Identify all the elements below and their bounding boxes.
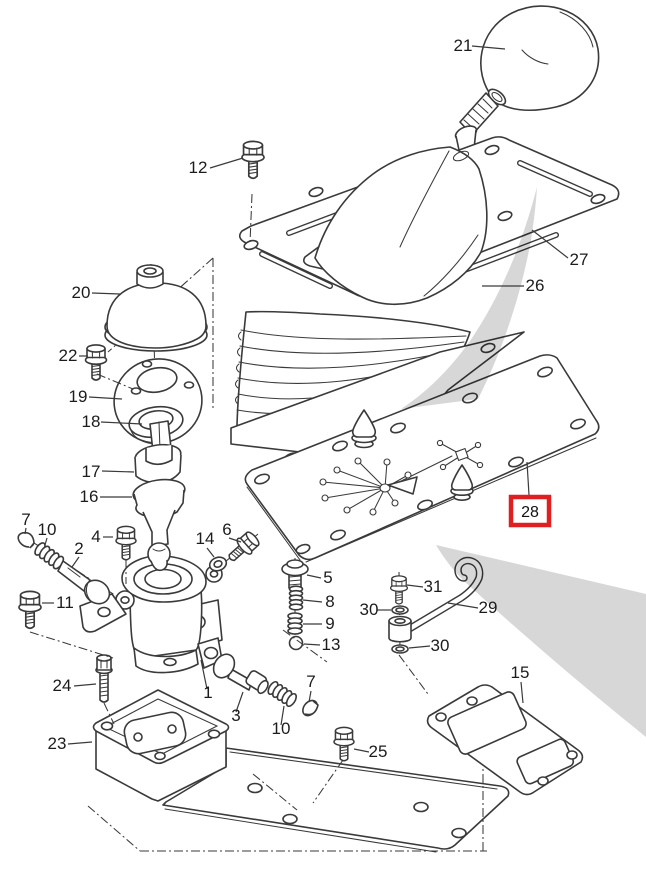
callout-14: 14 xyxy=(196,529,215,548)
detent-plug-5 xyxy=(281,559,309,591)
highlighted-callout-28: 28 xyxy=(508,494,552,528)
bolt-31 xyxy=(389,575,409,605)
rod-bushing xyxy=(388,615,412,643)
callout-31: 31 xyxy=(424,577,443,596)
callout-2: 2 xyxy=(74,539,83,558)
callout-15: 15 xyxy=(511,663,530,682)
dust-boot-dome xyxy=(104,264,208,352)
callout-30-upper: 30 xyxy=(360,600,379,619)
callout-21: 21 xyxy=(454,36,473,55)
callout-13: 13 xyxy=(322,635,341,654)
callout-12: 12 xyxy=(189,158,208,177)
shift-guide-plate xyxy=(244,354,600,563)
swoosh-behind-boot xyxy=(401,187,537,409)
gear-shift-interlock-pin xyxy=(57,560,111,605)
callout-26: 26 xyxy=(526,276,545,295)
callout-29: 29 xyxy=(479,598,498,617)
callout-28: 28 xyxy=(521,504,539,521)
shift-pattern-starburst xyxy=(319,439,484,516)
washer-30-upper xyxy=(391,605,409,615)
gasket xyxy=(426,684,584,796)
washer-30-lower xyxy=(391,644,409,654)
bolt-12 xyxy=(241,140,265,180)
callout-17: 17 xyxy=(82,462,101,481)
callout-10-upper: 10 xyxy=(38,520,57,539)
callout-25: 25 xyxy=(369,742,388,761)
callout-24: 24 xyxy=(53,676,72,695)
callout-6: 6 xyxy=(222,520,231,539)
select-rod xyxy=(400,556,484,636)
bolt-4 xyxy=(115,525,137,561)
detent-ball-13 xyxy=(288,635,304,651)
lever-shield xyxy=(314,146,488,306)
callout-27: 27 xyxy=(570,250,589,269)
callout-23: 23 xyxy=(48,734,67,753)
bolt-25 xyxy=(333,726,355,762)
callout-30-lower: 30 xyxy=(431,636,450,655)
callout-22: 22 xyxy=(59,346,78,365)
callout-18: 18 xyxy=(82,412,101,431)
shifter-housing xyxy=(79,554,223,674)
callout-19: 19 xyxy=(69,387,88,406)
rubber-stopper-front xyxy=(351,409,377,449)
shifter-shaft-3 xyxy=(212,653,269,695)
callout-labels: 21 12 27 26 20 22 19 18 17 16 7 10 4 2 1… xyxy=(21,36,588,761)
bolt-24 xyxy=(95,654,113,703)
bolt-11 xyxy=(18,590,42,630)
callout-10-lower: 10 xyxy=(272,719,291,738)
lever-lower xyxy=(132,478,186,572)
shading-swooshes xyxy=(401,187,646,737)
callout-4: 4 xyxy=(91,527,100,546)
detent-spring-9 xyxy=(287,612,303,635)
detent-spring-8 xyxy=(288,585,304,611)
callout-16: 16 xyxy=(80,487,99,506)
callout-11: 11 xyxy=(56,593,74,612)
callout-1: 1 xyxy=(203,683,212,702)
highlight-box xyxy=(508,494,552,528)
detent-spring-upper xyxy=(34,542,65,570)
callout-5: 5 xyxy=(323,568,332,587)
detent-spring-lower xyxy=(267,680,298,708)
leader-lines xyxy=(24,45,569,753)
callout-7-lower: 7 xyxy=(306,672,315,691)
callout-7-upper: 7 xyxy=(21,510,30,529)
lever-bushing xyxy=(134,420,182,484)
callout-20: 20 xyxy=(72,283,91,302)
construction-axes-front xyxy=(29,193,487,852)
shift-lever-plate xyxy=(238,136,620,306)
bolt-22 xyxy=(84,344,108,381)
shift-knob xyxy=(454,5,600,154)
plate28-holes xyxy=(254,366,586,555)
detent-plug-lower xyxy=(302,699,319,717)
bottom-bracket xyxy=(92,689,510,853)
callout-3: 3 xyxy=(231,706,240,725)
rubber-stopper-right xyxy=(450,464,474,501)
callout-8: 8 xyxy=(325,592,334,611)
swoosh-bottom-right xyxy=(436,545,646,737)
detent-plug-upper xyxy=(17,531,35,549)
washer-14 xyxy=(208,556,228,572)
callout-9: 9 xyxy=(325,614,334,633)
